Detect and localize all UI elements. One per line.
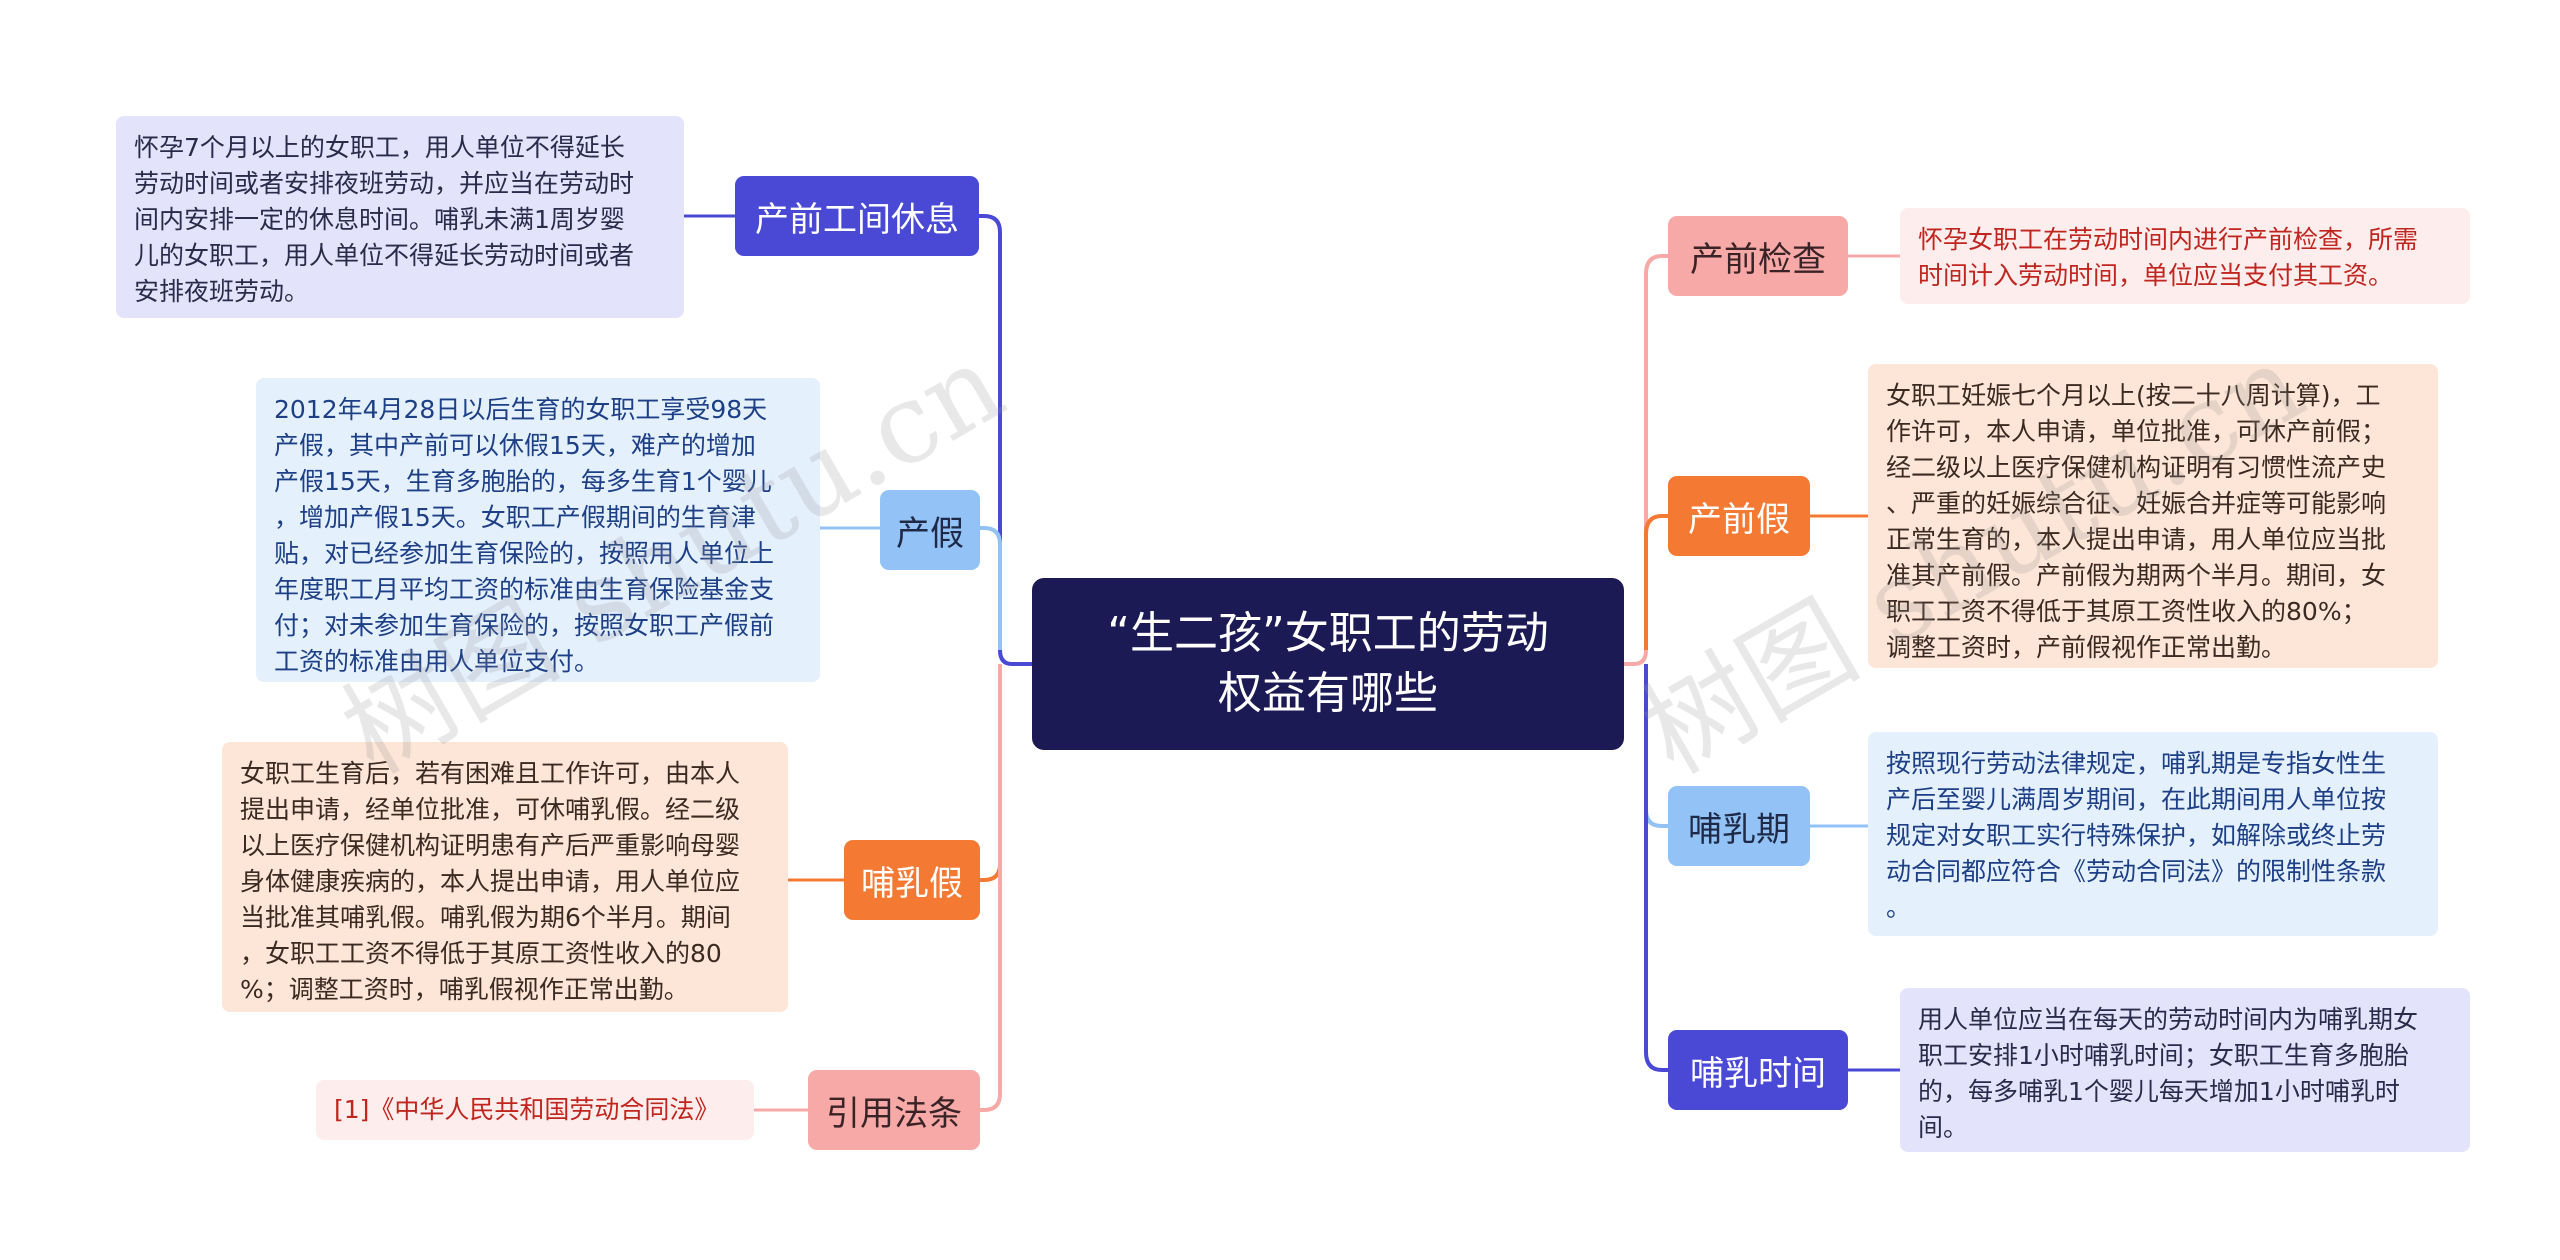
branch-prenatal-exam[interactable]: 产前检查	[1668, 216, 1848, 296]
connector-prenatal-leave	[1644, 514, 1668, 650]
leaf-prenatal-leave: 女职工妊娠七个月以上(按二十八周计算)，工 作许可，本人申请，单位批准，可休产前…	[1868, 364, 2438, 668]
central-topic[interactable]: “生二孩”女职工的劳动 权益有哪些	[1032, 578, 1624, 750]
connector-prenatal-break	[978, 214, 1032, 666]
branch-maternity-leave[interactable]: 产假	[880, 490, 980, 570]
leaf-nursing-period: 按照现行劳动法律规定，哺乳期是专指女性生 产后至婴儿满周岁期间，在此期间用人单位…	[1868, 732, 2438, 936]
branch-nursing-time[interactable]: 哺乳时间	[1668, 1030, 1848, 1110]
branch-prenatal-break[interactable]: 产前工间休息	[735, 176, 979, 256]
leaf-nursing-time: 用人单位应当在每天的劳动时间内为哺乳期女 职工安排1小时哺乳时间；女职工生育多胞…	[1900, 988, 2470, 1152]
leaf-prenatal-exam: 怀孕女职工在劳动时间内进行产前检查，所需 时间计入劳动时间，单位应当支付其工资。	[1900, 208, 2470, 304]
leaf-prenatal-break: 怀孕7个月以上的女职工，用人单位不得延长 劳动时间或者安排夜班劳动，并应当在劳动…	[116, 116, 684, 318]
branch-law-cited[interactable]: 引用法条	[808, 1070, 980, 1150]
connector-nursing-leave	[978, 664, 1002, 882]
connector-nursing-period	[1644, 664, 1668, 828]
connector-maternity-leave	[978, 526, 1002, 650]
leaf-law-cited[interactable]: [1]《中华人民共和国劳动合同法》	[316, 1080, 754, 1140]
branch-nursing-period[interactable]: 哺乳期	[1668, 786, 1810, 866]
connector-prenatal-exam	[1624, 254, 1668, 666]
branch-nursing-leave[interactable]: 哺乳假	[844, 840, 980, 920]
connector-nursing-time	[1644, 664, 1668, 1072]
branch-prenatal-leave[interactable]: 产前假	[1668, 476, 1810, 556]
central-topic-line1: “生二孩”女职工的劳动	[1107, 608, 1549, 659]
leaf-maternity-leave: 2012年4月28日以后生育的女职工享受98天 产假，其中产前可以休假15天，难…	[256, 378, 820, 682]
leaf-nursing-leave: 女职工生育后，若有困难且工作许可，由本人 提出申请，经单位批准，可休哺乳假。经二…	[222, 742, 788, 1012]
central-topic-line2: 权益有哪些	[1218, 668, 1438, 719]
connector-law-cited	[978, 664, 1002, 1112]
